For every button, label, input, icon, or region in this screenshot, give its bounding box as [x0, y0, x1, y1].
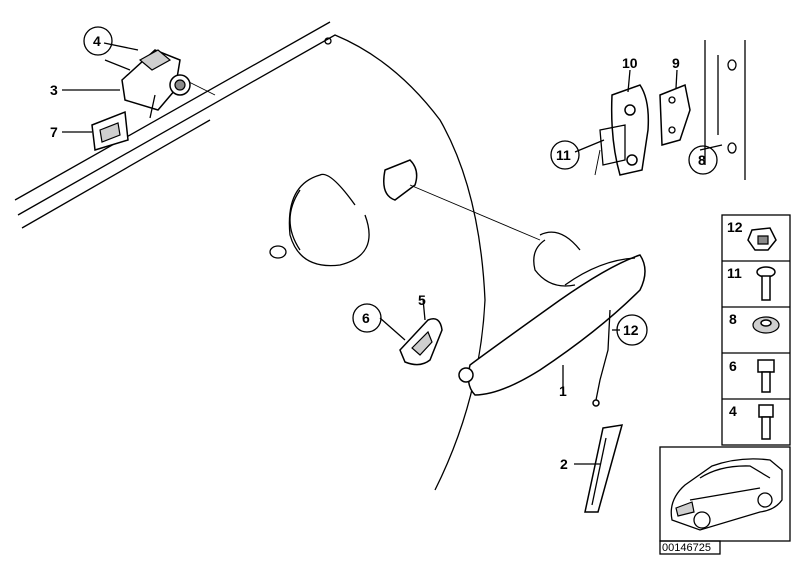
door-handle-part	[458, 231, 646, 407]
latch-plate-part	[599, 83, 691, 176]
callout-10: 10	[622, 55, 638, 71]
legend-item-12: 12	[727, 219, 743, 235]
callout-8: 8	[698, 152, 706, 168]
door-panel	[14, 21, 601, 491]
callout-7: 7	[50, 124, 58, 140]
callout-6: 6	[362, 310, 370, 326]
leader-lines	[62, 42, 723, 465]
callout-3: 3	[50, 82, 58, 98]
legend-item-8: 8	[729, 311, 737, 327]
gasket-part	[399, 318, 443, 366]
callout-12: 12	[623, 322, 639, 338]
legend-item-11: 11	[727, 265, 742, 281]
callout-11: 11	[556, 147, 571, 163]
callout-5: 5	[418, 292, 426, 308]
parts-legend	[721, 214, 791, 446]
lock-cylinder-part	[104, 49, 191, 119]
callout-9: 9	[672, 55, 680, 71]
door-pillar	[704, 40, 746, 180]
clip-part	[91, 110, 129, 151]
vehicle-thumbnail	[659, 446, 791, 542]
diagram-id-box	[659, 540, 721, 555]
legend-item-4: 4	[729, 403, 737, 419]
diagram-id: 00146725	[662, 542, 711, 554]
callout-1: 1	[559, 383, 567, 399]
callout-2: 2	[560, 456, 568, 472]
callout-4: 4	[93, 33, 101, 49]
callout-circles	[83, 26, 718, 346]
bracket-part	[584, 424, 624, 513]
legend-item-6: 6	[729, 358, 737, 374]
